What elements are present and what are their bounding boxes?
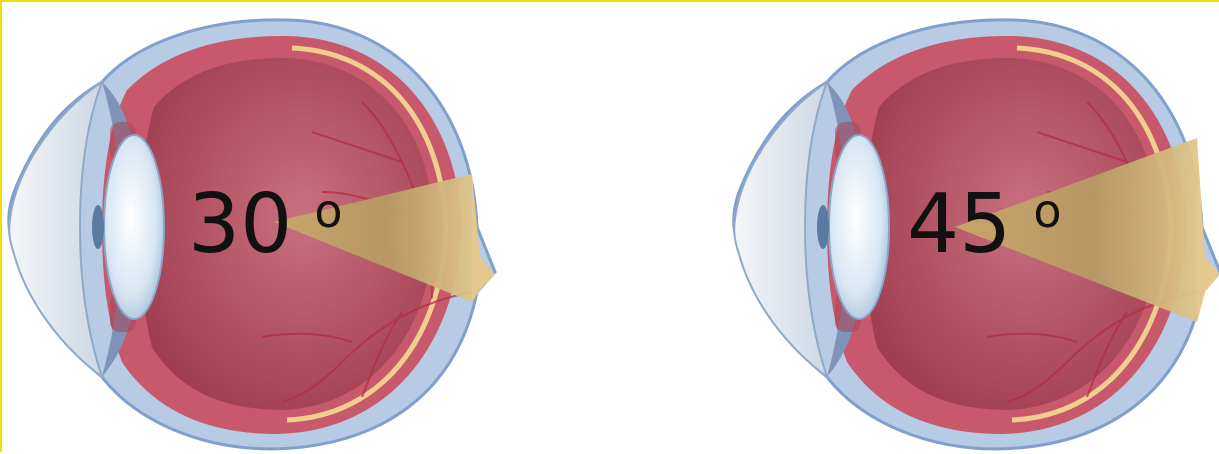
lens-shape [104, 135, 164, 319]
lens-shape [829, 135, 889, 319]
angle-value: 45 [907, 177, 1011, 272]
eye-diagram-45: 45 o [727, 2, 1219, 454]
degree-symbol: o [1033, 184, 1061, 238]
angle-value: 30 [188, 177, 292, 272]
optic-nerve-shape [1197, 138, 1219, 322]
eye-diagram-30: 30 o [2, 2, 522, 454]
optic-nerve-shape [472, 174, 495, 302]
degree-symbol: o [314, 184, 342, 238]
